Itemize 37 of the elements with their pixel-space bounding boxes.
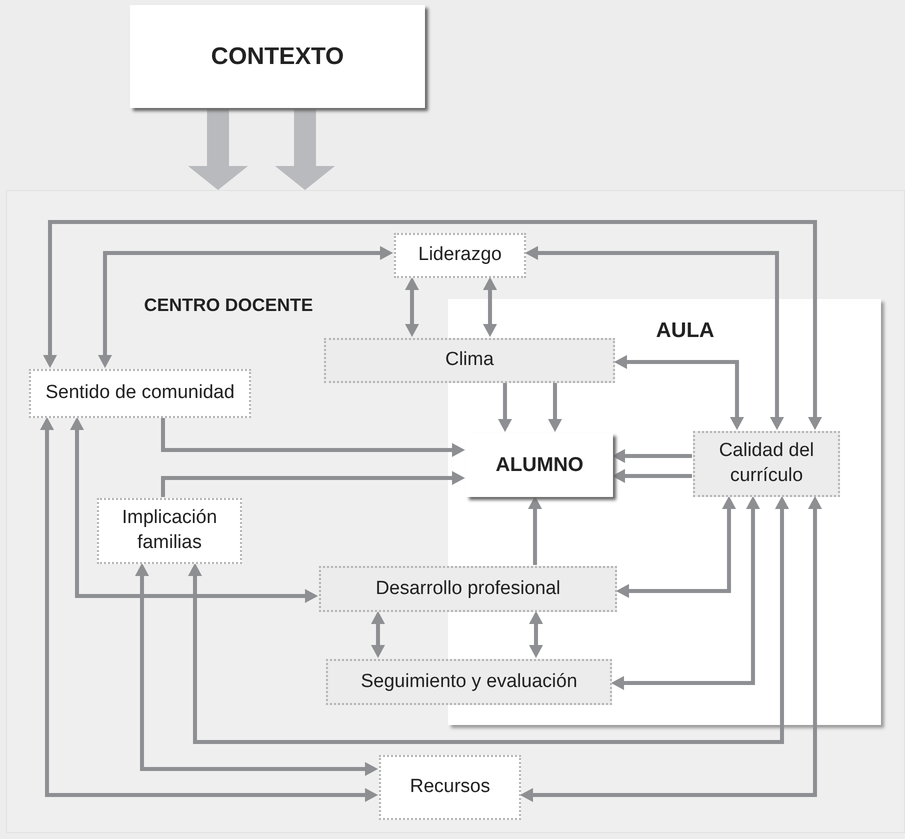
panel-heading: CENTRO DOCENTE bbox=[144, 295, 314, 316]
factor-box: Seguimiento y evaluación bbox=[326, 659, 612, 705]
arrow bbox=[612, 449, 692, 463]
arrow bbox=[528, 496, 542, 565]
school-panel bbox=[6, 190, 905, 833]
context-box: CONTEXTO bbox=[130, 5, 425, 108]
student-box: ALUMNO bbox=[466, 433, 613, 497]
arrow bbox=[275, 108, 335, 190]
arrow bbox=[529, 611, 543, 658]
arrow bbox=[405, 277, 419, 337]
arrow bbox=[43, 220, 822, 430]
factor-box: Liderazgo bbox=[394, 233, 526, 278]
arrow bbox=[135, 563, 378, 776]
arrow bbox=[40, 417, 378, 802]
factor-box: Implicación familias bbox=[97, 498, 242, 564]
arrow bbox=[161, 417, 465, 457]
arrow bbox=[612, 469, 692, 483]
arrow bbox=[520, 496, 822, 802]
factor-box: Calidad del currículo bbox=[693, 431, 840, 497]
arrow bbox=[525, 246, 784, 430]
arrow bbox=[498, 382, 512, 432]
factor-box: Sentido de comunidad bbox=[29, 369, 251, 418]
arrow bbox=[614, 355, 744, 430]
arrow bbox=[98, 246, 393, 368]
arrow bbox=[161, 471, 465, 497]
arrow bbox=[70, 417, 318, 603]
factor-box: Recursos bbox=[379, 755, 521, 820]
panel-heading: AULA bbox=[656, 319, 714, 343]
factor-box: Clima bbox=[324, 338, 615, 383]
arrow bbox=[611, 496, 760, 690]
arrow bbox=[188, 496, 789, 744]
arrow bbox=[371, 611, 385, 658]
arrow bbox=[548, 382, 562, 432]
arrow bbox=[616, 496, 736, 598]
arrow bbox=[483, 277, 497, 337]
arrow bbox=[188, 108, 248, 190]
factor-box: Desarrollo profesional bbox=[319, 566, 617, 612]
